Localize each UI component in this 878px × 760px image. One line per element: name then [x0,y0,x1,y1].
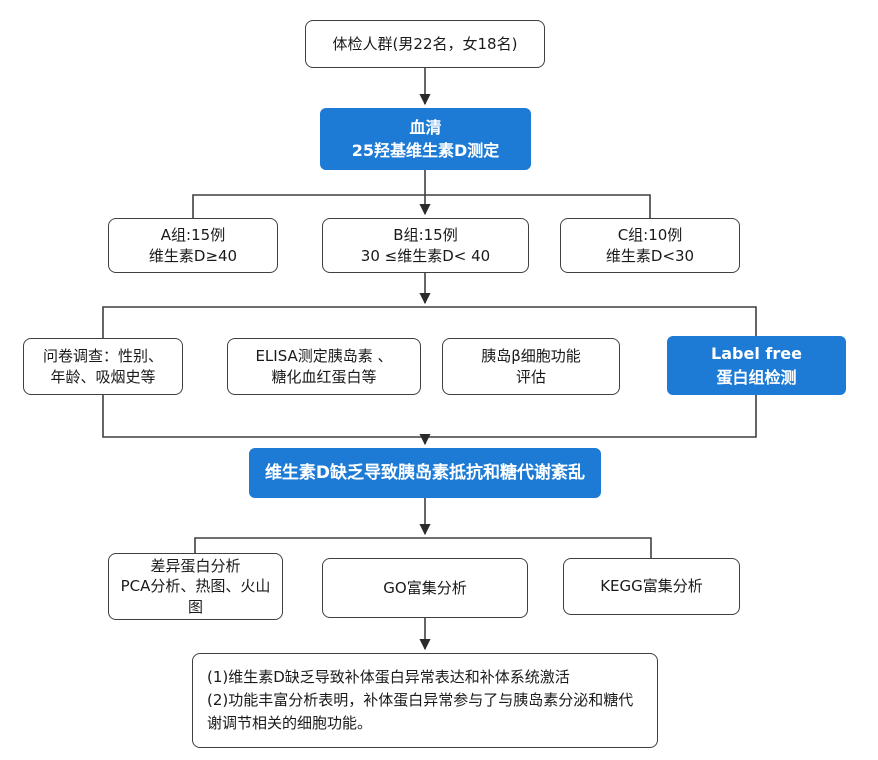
node-serum-vitd-test: 血清 25羟基维生素D测定 [320,108,531,170]
node-beta-cell-line2: 评估 [515,367,546,386]
node-study-population-label: 体检人群(男22名，女18名) [332,34,518,53]
node-group-a-line2: 维生素D≥40 [148,246,238,265]
node-group-c: C组:10例 维生素D<30 [560,218,740,273]
node-group-b: B组:15例 30 ≤维生素D< 40 [322,218,529,273]
node-go-enrichment-label: GO富集分析 [383,578,467,597]
node-study-population: 体检人群(男22名，女18名) [305,20,545,68]
node-diff-protein-line1: 差异蛋白分析 [150,557,241,576]
node-serum-line2: 25羟基维生素D测定 [351,141,500,160]
node-kegg-enrichment: KEGG富集分析 [563,558,740,615]
node-go-enrichment: GO富集分析 [322,558,528,618]
node-label-free-proteomics: Label free 蛋白组检测 [667,336,846,395]
node-kegg-enrichment-label: KEGG富集分析 [600,577,703,596]
node-questionnaire: 问卷调查：性别、 年龄、吸烟史等 [23,338,183,395]
node-elisa: ELISA测定胰岛素 、 糖化血红蛋白等 [227,338,421,395]
node-conclusion-insulin-resistance: 维生素D缺乏导致胰岛素抵抗和糖代谢紊乱 [249,448,601,498]
node-elisa-line1: ELISA测定胰岛素 、 [255,347,393,366]
node-questionnaire-line1: 问卷调查：性别、 [42,347,163,366]
node-questionnaire-line2: 年龄、吸烟史等 [50,367,156,386]
node-group-b-line1: B组:15例 [393,226,458,245]
node-group-c-line2: 维生素D<30 [605,246,695,265]
node-final-findings: (1)维生素D缺乏导致补体蛋白异常表达和补体系统激活 (2)功能丰富分析表明，补… [192,653,658,748]
node-group-a-line1: A组:15例 [160,226,226,245]
node-beta-cell-function: 胰岛β细胞功能 评估 [442,338,620,395]
edge-assess-merge [102,395,757,438]
node-group-b-line2: 30 ≤维生素D< 40 [360,246,491,265]
node-label-free-line2: 蛋白组检测 [716,367,797,387]
node-diff-protein-line2: PCA分析、热图、火山图 [120,577,271,616]
node-serum-line1: 血清 [409,117,442,137]
node-elisa-line2: 糖化血红蛋白等 [271,367,377,386]
finding-2: (2)功能丰富分析表明，补体蛋白异常参与了与胰岛素分泌和糖代谢调节相关的细胞功能… [207,690,634,733]
node-label-free-line1: Label free [711,344,802,364]
node-conclusion-label: 维生素D缺乏导致胰岛素抵抗和糖代谢紊乱 [264,462,586,483]
finding-1: (1)维生素D缺乏导致补体蛋白异常表达和补体系统激活 [207,667,570,686]
node-group-c-line1: C组:10例 [617,226,683,245]
node-differential-protein-analysis: 差异蛋白分析 PCA分析、热图、火山图 [108,553,283,620]
edge-assess-bar [102,306,757,338]
edge-groups-bar [192,194,651,218]
node-group-a: A组:15例 维生素D≥40 [108,218,278,273]
node-beta-cell-line1: 胰岛β细胞功能 [481,347,581,366]
